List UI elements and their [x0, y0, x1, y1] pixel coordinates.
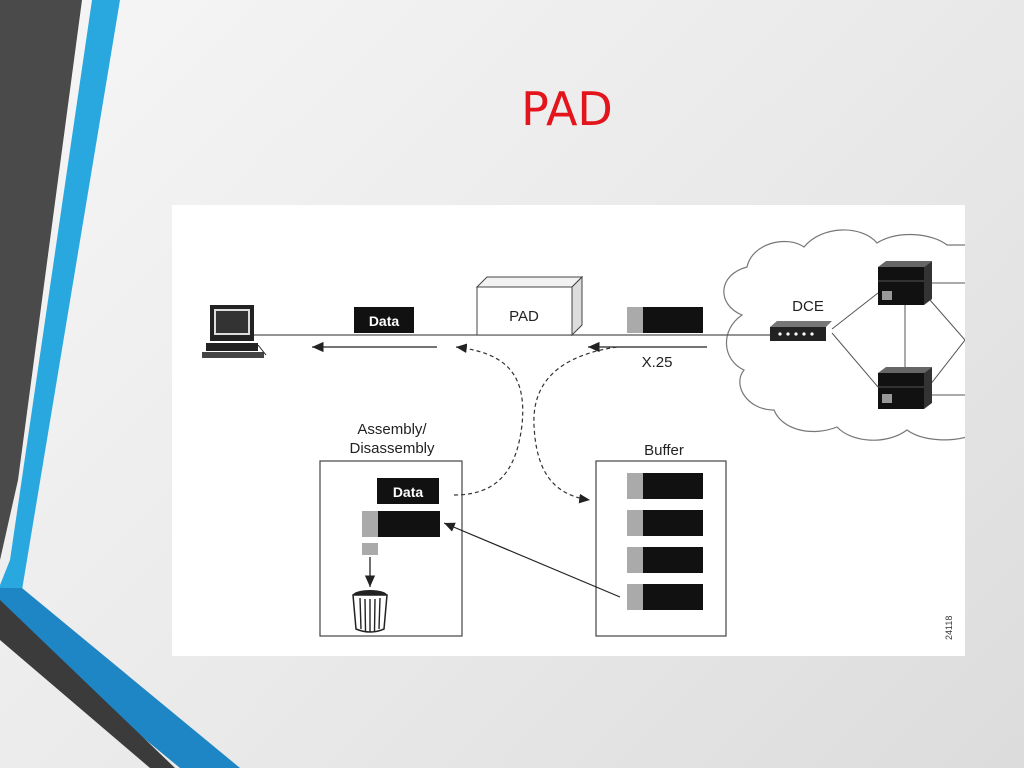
assembly-label-line2: Disassembly — [349, 440, 435, 457]
switch-icon-bottom — [878, 367, 932, 409]
dce-label: DCE — [792, 298, 824, 315]
dashed-pad-to-buffer — [533, 346, 618, 504]
figure-id: 24118 — [944, 616, 954, 640]
discarded-header — [362, 543, 378, 555]
assembly-packet-header — [362, 511, 378, 537]
trash-can-icon — [352, 590, 388, 633]
pad-diagram: Data PAD X.25 DCE — [172, 205, 965, 656]
buffer-packet — [627, 510, 703, 536]
assembly-label-line1: Assembly/ — [357, 421, 427, 438]
dark-stripe-top — [0, 0, 82, 560]
buffer-packet — [627, 584, 703, 610]
x25-label: X.25 — [642, 354, 673, 371]
x25-packet-header — [627, 307, 643, 333]
buffer-packet — [627, 547, 703, 573]
computer-icon — [202, 305, 267, 358]
assembly-data-label: Data — [393, 484, 424, 500]
buffer-packet — [627, 473, 703, 499]
data-packet — [354, 307, 414, 333]
pad-label: PAD — [509, 308, 539, 325]
dark-stripe-bottom — [0, 600, 175, 768]
blue-stripe-bottom — [0, 588, 240, 768]
blue-stripe-top — [0, 0, 120, 590]
buffer-label: Buffer — [644, 442, 684, 459]
slide-title: PAD — [521, 82, 613, 136]
switch-icon-top — [878, 261, 932, 305]
assembly-data-packet — [377, 478, 439, 504]
data-packet-label: Data — [369, 313, 400, 329]
x25-packet-body — [643, 307, 703, 333]
dashed-data-to-pad — [453, 343, 524, 496]
dce-device-icon — [770, 321, 832, 341]
arrow-buffer-to-assembly — [443, 522, 621, 598]
pad-device — [475, 275, 584, 337]
assembly-packet-body — [378, 511, 440, 537]
